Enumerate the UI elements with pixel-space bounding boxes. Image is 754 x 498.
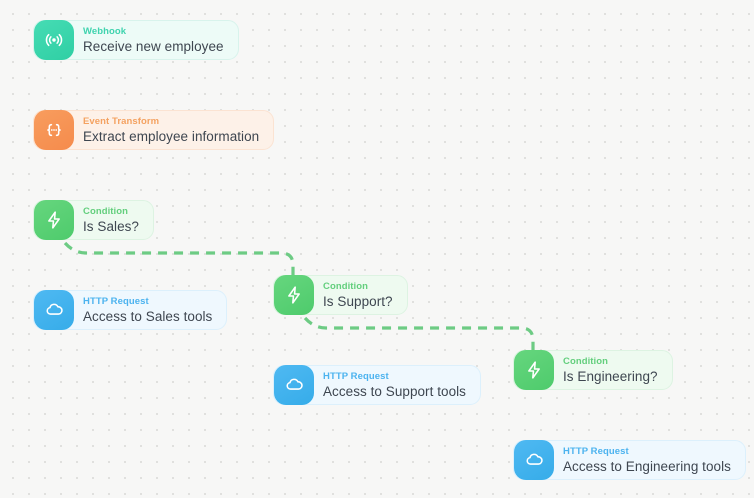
node-text: Condition Is Support?	[314, 282, 393, 308]
braces-icon	[34, 110, 74, 150]
node-title: Is Support?	[323, 293, 393, 309]
node-text: Condition Is Sales?	[74, 207, 139, 233]
node-title: Is Engineering?	[563, 368, 658, 384]
node-text: HTTP Request Access to Sales tools	[74, 297, 212, 323]
node-condition-is-sales[interactable]: Condition Is Sales?	[33, 200, 154, 240]
node-title: Access to Engineering tools	[563, 458, 731, 474]
cloud-icon	[514, 440, 554, 480]
node-category: Webhook	[83, 26, 127, 37]
node-title: Access to Sales tools	[83, 308, 213, 324]
node-webhook-receive-new-employee[interactable]: Webhook Receive new employee	[33, 20, 239, 60]
node-text: Event Transform Extract employee informa…	[74, 117, 259, 143]
edge-is-support-to-is-engineering	[303, 316, 535, 352]
broadcast-icon	[34, 20, 74, 60]
node-title: Is Sales?	[83, 218, 139, 234]
node-http-request-access-to-sales-tools[interactable]: HTTP Request Access to Sales tools	[33, 290, 228, 330]
node-category: HTTP Request	[563, 446, 629, 457]
node-category: HTTP Request	[323, 371, 389, 382]
node-category: Condition	[563, 356, 609, 367]
node-http-request-access-to-engineering-tools[interactable]: HTTP Request Access to Engineering tools	[513, 440, 746, 480]
cloud-icon	[274, 365, 314, 405]
node-event-transform-extract-employee-information[interactable]: Event Transform Extract employee informa…	[33, 110, 275, 150]
node-category: Event Transform	[83, 116, 160, 127]
cloud-icon	[34, 290, 74, 330]
node-category: Condition	[83, 206, 129, 217]
lightning-bolt-icon	[514, 350, 554, 390]
node-condition-is-support[interactable]: Condition Is Support?	[273, 275, 408, 315]
node-title: Extract employee information	[83, 128, 260, 144]
node-category: HTTP Request	[83, 296, 149, 307]
lightning-bolt-icon	[34, 200, 74, 240]
edge-is-sales-to-is-support	[63, 241, 295, 277]
node-category: Condition	[323, 281, 369, 292]
node-condition-is-engineering[interactable]: Condition Is Engineering?	[513, 350, 673, 390]
node-title: Receive new employee	[83, 38, 224, 54]
node-http-request-access-to-support-tools[interactable]: HTTP Request Access to Support tools	[273, 365, 481, 405]
node-text: Condition Is Engineering?	[554, 357, 658, 383]
lightning-bolt-icon	[274, 275, 314, 315]
node-text: HTTP Request Access to Engineering tools	[554, 447, 731, 473]
node-text: Webhook Receive new employee	[74, 27, 224, 53]
node-text: HTTP Request Access to Support tools	[314, 372, 466, 398]
node-title: Access to Support tools	[323, 383, 466, 399]
